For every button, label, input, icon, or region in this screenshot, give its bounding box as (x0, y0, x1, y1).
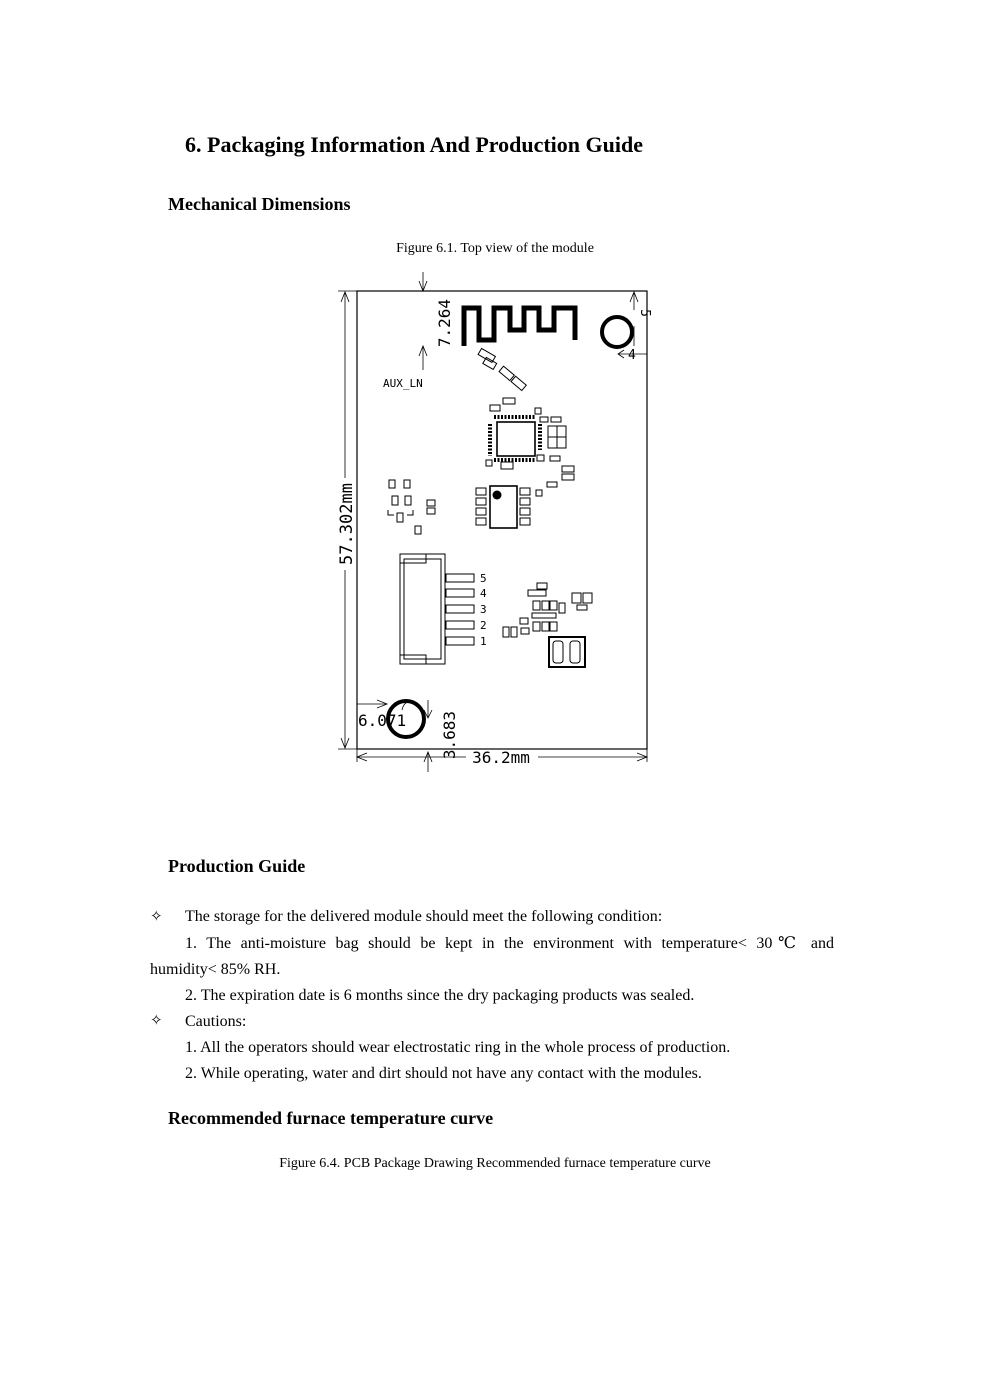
storage-item-2: 2. The expiration date is 6 months since… (185, 987, 695, 1004)
power-components (502, 582, 593, 668)
board-outline (356, 290, 648, 750)
module-top-view-drawing: 57.302mm 36.2mm 7.264 AUX_LN 5 4 6.071 (337, 272, 652, 772)
mounting-hole-bottom-left (386, 699, 426, 739)
section-title: 6. Packaging Information And Production … (185, 132, 643, 157)
antenna-matching-components (477, 347, 527, 392)
pin-label: 4 (480, 587, 487, 600)
subsection-production-guide: Production Guide (168, 856, 306, 876)
cautions-intro: Cautions: (185, 1013, 247, 1030)
hole-offset-top-label: 4 (628, 348, 636, 363)
pin-label: 1 (480, 635, 487, 648)
figure-6-4-caption: Figure 6.4. PCB Package Drawing Recommen… (279, 1156, 711, 1171)
aux-label: AUX_LN (383, 377, 423, 390)
main-ic-qfn (485, 397, 575, 497)
pcb-antenna-trace (461, 305, 578, 346)
soic8-ic (475, 485, 531, 529)
pin-label: 5 (480, 572, 487, 585)
left-transistor-group (387, 479, 436, 535)
subsection-furnace-curve: Recommended furnace temperature curve (168, 1108, 494, 1128)
hole-y-dimension-label: 3.683 (440, 711, 459, 759)
bullet-diamond-icon: ✧ (150, 1011, 163, 1029)
storage-item-1-line-1: 1. The anti-moisture bag should be kept … (185, 935, 834, 952)
pin-label: 2 (480, 619, 487, 632)
storage-intro: The storage for the delivered module sho… (185, 908, 663, 925)
storage-item-1-line-2: humidity< 85% RH. (150, 961, 281, 978)
figure-6-1-caption: Figure 6.1. Top view of the module (396, 241, 594, 256)
cautions-item-1: 1. All the operators should wear electro… (185, 1039, 731, 1056)
antenna-dimension-line (418, 272, 428, 370)
cautions-item-2: 2. While operating, water and dirt shoul… (185, 1065, 702, 1082)
bottom-hole-dimension-lines (357, 699, 433, 772)
mounting-hole-top-right (600, 315, 634, 349)
bullet-diamond-icon: ✧ (150, 907, 163, 925)
hole-x-dimension-label: 6.071 (358, 711, 406, 730)
five-pin-connector (399, 553, 475, 665)
height-dimension-line (338, 290, 357, 750)
width-dimension-line (355, 749, 649, 762)
connector-pin-labels: 5 4 3 2 1 (480, 572, 487, 648)
antenna-dimension-label: 7.264 (435, 299, 454, 347)
subsection-mechanical-dimensions: Mechanical Dimensions (168, 194, 351, 214)
pin-label: 3 (480, 603, 487, 616)
hole-offset-right-label: 5 (637, 309, 652, 317)
width-dimension-label: 36.2mm (472, 748, 530, 767)
height-dimension-label: 57.302mm (337, 483, 357, 565)
hole-offset-dimension-lines (617, 290, 647, 359)
